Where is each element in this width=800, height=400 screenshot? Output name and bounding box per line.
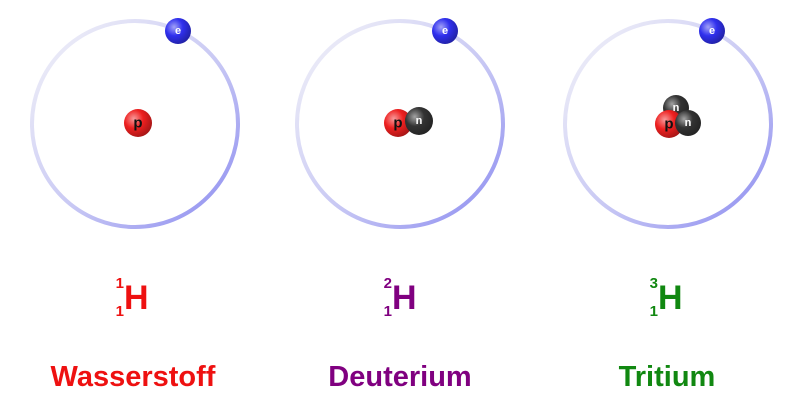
element-symbol: H (658, 279, 683, 317)
electron-label: e (175, 25, 181, 37)
atomic-number: 1 (383, 303, 392, 320)
proton: p (384, 109, 412, 137)
element-symbol: H (124, 279, 149, 317)
proton: p (655, 110, 683, 138)
proton-label: p (664, 116, 673, 133)
atomic-number: 1 (115, 303, 124, 320)
electron: e (165, 18, 191, 44)
electron-label: e (709, 25, 715, 37)
proton-label: p (393, 115, 402, 132)
atomic-number: 1 (649, 303, 658, 320)
electron: e (432, 18, 458, 44)
orbit-ring (30, 19, 240, 229)
neutron-label: n (685, 117, 692, 129)
isotope-name: Tritium (618, 361, 716, 393)
atom-model-hydrogen: p e (30, 18, 240, 229)
isotope-hydrogen: p e 1 1 H Wasserstoff (0, 0, 266, 400)
mass-number: 3 (649, 275, 658, 292)
nucleus: p (124, 109, 152, 137)
electron: e (699, 18, 725, 44)
mass-number: 2 (383, 275, 392, 292)
isotope-name: Deuterium (328, 361, 472, 393)
proton-label: p (133, 115, 142, 132)
orbit-ring (295, 19, 505, 229)
neutron: n (675, 110, 701, 136)
neutron-label: n (416, 115, 423, 127)
element-symbol: H (392, 279, 417, 317)
neutron-label: n (673, 102, 680, 114)
orbit-ring (563, 19, 773, 229)
neutron: n (405, 107, 433, 135)
electron-label: e (442, 25, 448, 37)
mass-number: 1 (115, 275, 124, 292)
isotope-name: Wasserstoff (50, 361, 216, 393)
proton: p (124, 109, 152, 137)
